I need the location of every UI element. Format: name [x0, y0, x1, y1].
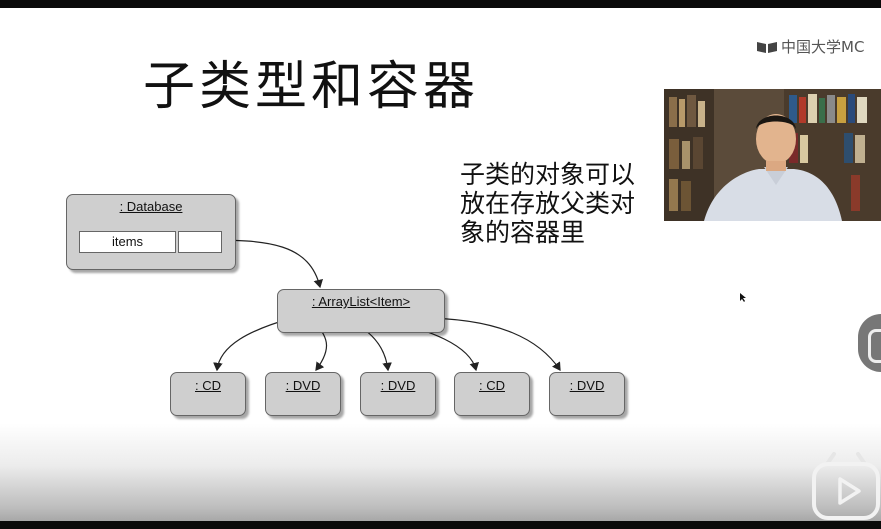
slide-description: 子类的对象可以放在存放父类对象的容器里 — [460, 160, 636, 247]
arraylist-object: : ArrayList<Item> — [277, 289, 445, 333]
database-object: : Database items — [66, 194, 236, 270]
element-box-dvd-3: : DVD — [549, 372, 625, 416]
element-box-cd-1: : CD — [170, 372, 246, 416]
element-box-dvd-2: : DVD — [360, 372, 436, 416]
items-reference-slot — [178, 231, 222, 253]
share-icon[interactable] — [858, 314, 881, 372]
mooc-logo: 中国大学MC — [756, 36, 864, 57]
element-label: : CD — [479, 378, 505, 393]
element-label: : DVD — [285, 378, 321, 393]
slide-title: 子类型和容器 — [143, 57, 480, 117]
element-label: : DVD — [380, 378, 416, 393]
logo-text: 中国大学MC — [781, 38, 865, 56]
element-box-dvd-1: : DVD — [265, 372, 341, 416]
mouse-cursor-icon — [740, 293, 746, 302]
play-icon[interactable] — [811, 446, 881, 521]
element-label: : DVD — [569, 378, 605, 393]
presenter-video[interactable] — [664, 89, 881, 221]
top-bar — [0, 0, 881, 8]
arrow-to-dvd-3 — [419, 317, 561, 371]
bottom-bar — [0, 521, 881, 529]
element-box-cd-2: : CD — [454, 372, 530, 416]
items-field: items — [79, 231, 176, 253]
database-label: : Database — [119, 199, 183, 214]
arraylist-label: : ArrayList<Item> — [311, 294, 411, 309]
book-icon — [757, 41, 777, 53]
element-label: : CD — [195, 378, 221, 393]
